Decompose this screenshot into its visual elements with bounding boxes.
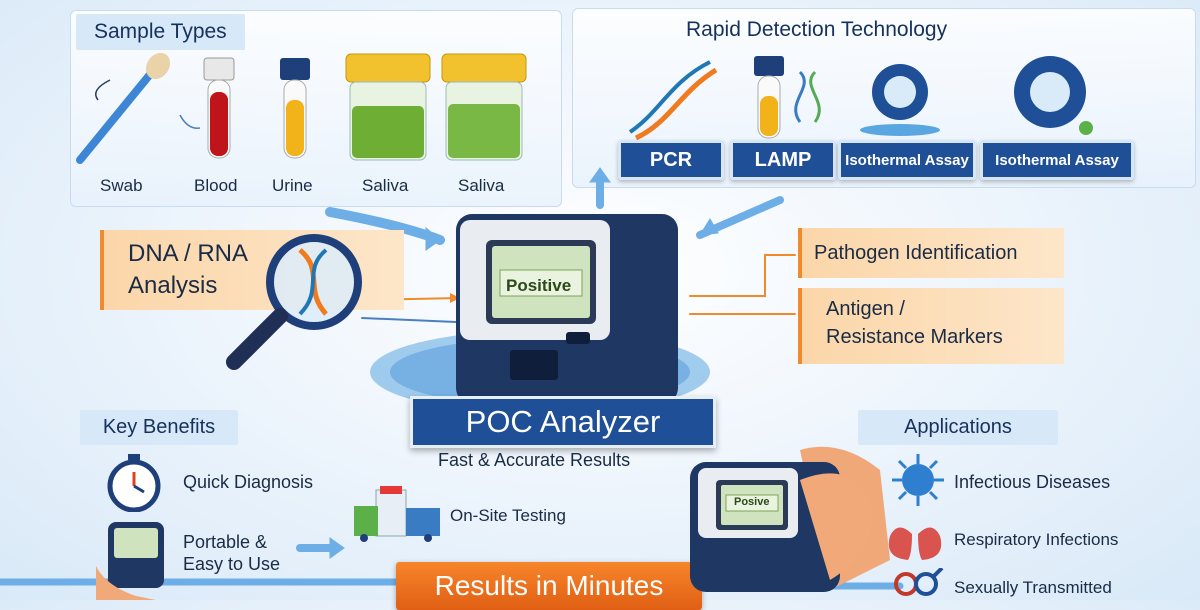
- results-in-minutes-banner: Results in Minutes: [396, 562, 702, 610]
- magnifier-icon: [226, 234, 362, 370]
- saliva-cup-icon: [345, 53, 431, 161]
- sample-label-saliva: Saliva: [362, 176, 409, 195]
- method-isothermal-assay-2: Isothermal Assay: [980, 140, 1134, 180]
- applications-title: Applications: [858, 410, 1058, 445]
- swab-icon: [76, 52, 171, 164]
- sample-illustrations: [76, 52, 527, 164]
- sample-label-swab: Swab: [100, 176, 143, 195]
- antigen-label-line2: Resistance Markers: [826, 326, 1003, 348]
- analyzer-title: POC Analyzer: [410, 396, 716, 448]
- portable-device-icon: [96, 522, 164, 600]
- analyzer-subtitle: Fast & Accurate Results: [438, 450, 631, 470]
- sample-label-blood: Blood: [194, 176, 238, 195]
- saliva-cup-icon-2: [441, 53, 527, 161]
- application-respiratory-infections: Respiratory Infections: [954, 530, 1119, 549]
- gear-icon-2: [1014, 56, 1093, 135]
- method-pcr: PCR: [618, 140, 724, 180]
- lamp-tube-icon: [754, 56, 821, 139]
- lungs-icon: [888, 518, 942, 560]
- virus-icon: [892, 454, 944, 506]
- sample-label-urine: Urine: [272, 176, 313, 195]
- dna-rna-line2: Analysis: [128, 272, 218, 299]
- application-infectious-diseases: Infectious Diseases: [954, 472, 1111, 492]
- application-sexually-transmitted: Sexually Transmitted: [954, 578, 1112, 597]
- analyzer-screen-label: Positive: [506, 276, 572, 295]
- pathogen-identification-label: Pathogen Identification: [814, 242, 1018, 264]
- poc-analyzer-device: [370, 214, 710, 414]
- benefit-portable-line2: Easy to Use: [183, 554, 281, 574]
- sample-label-saliva-2: Saliva: [458, 176, 505, 195]
- dna-rna-line1: DNA / RNA: [128, 240, 249, 267]
- gear-icon: [860, 64, 940, 136]
- sample-types-title: Sample Types: [76, 14, 245, 50]
- clinic-building-icon: [354, 486, 440, 542]
- benefit-portable-line1: Portable &: [183, 532, 268, 552]
- antigen-markers-box: [798, 288, 1064, 364]
- key-benefits-title: Key Benefits: [80, 410, 238, 445]
- handheld-screen-label: Posive: [734, 496, 770, 508]
- dna-helix-icon: [628, 60, 718, 141]
- blood-tube-icon: [203, 57, 235, 159]
- rapid-illustrations: [628, 56, 1093, 141]
- rapid-detection-title: Rapid Detection Technology: [686, 18, 948, 41]
- antigen-label-line1: Antigen /: [826, 298, 905, 320]
- stopwatch-icon: [107, 454, 161, 512]
- method-isothermal-assay: Isothermal Assay: [838, 140, 976, 180]
- benefit-quick-diagnosis: Quick Diagnosis: [183, 472, 314, 492]
- handheld-device-icon: [690, 446, 890, 592]
- benefit-onsite-testing: On-Site Testing: [450, 506, 566, 525]
- method-lamp: LAMP: [730, 140, 836, 180]
- urine-tube-icon: [280, 58, 310, 159]
- pathogen-identification-box: [798, 228, 1064, 278]
- gender-symbols-icon: [894, 568, 944, 596]
